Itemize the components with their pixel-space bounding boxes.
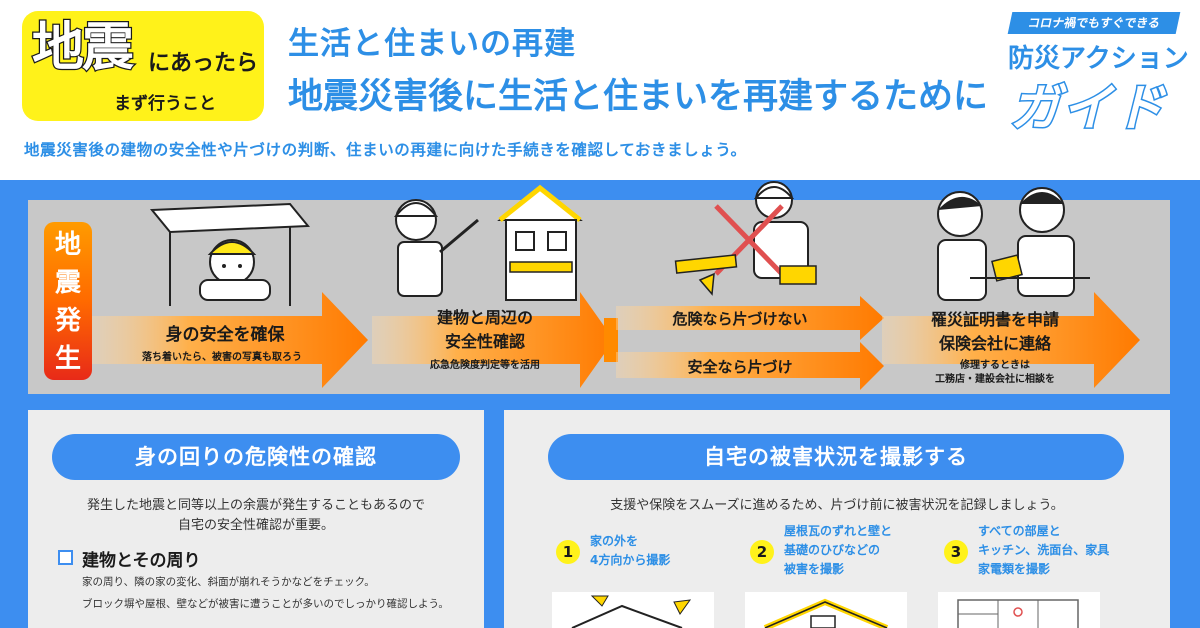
step-number: 3 xyxy=(944,540,968,564)
branch-connector xyxy=(604,318,618,362)
step4-note-line2: 工務店・建設会社に相談を xyxy=(935,374,1055,385)
building-check-line2: ブロック塀や屋根、壁などが被害に遭うことが多いのでしっかり確認しよう。 xyxy=(82,598,449,610)
trigger-char: 発 xyxy=(54,306,81,336)
damage-photo-heading: 自宅の被害状況を撮影する xyxy=(548,434,1124,480)
step3b-label: 安全なら片づけ xyxy=(687,358,793,376)
arrow-step1 xyxy=(92,292,368,388)
earthquake-occurs-badge: 地 震 発 生 xyxy=(44,222,92,380)
arrow-step3a xyxy=(616,296,884,340)
photo-step-3: すべての部屋と キッチン、洗面台、家具 家電類を撮影 xyxy=(978,522,1109,579)
arrow-step4 xyxy=(882,292,1140,388)
photo-step-3-line3: 家電類を撮影 xyxy=(978,562,1051,576)
photo-step-2-line2: 基礎のひびなどの xyxy=(784,543,881,557)
photo-step-2-line1: 屋根瓦のずれと壁と xyxy=(784,524,893,538)
house-exterior-drawing xyxy=(571,595,692,628)
arrow-step2 xyxy=(372,292,614,388)
intro-text: 地震災害後の建物の安全性や片づけの判断、住まいの再建に向けた手続きを確認しておき… xyxy=(24,141,747,159)
floor-plan-illustration xyxy=(938,592,1100,628)
step2-note: 応急危険度判定等を活用 xyxy=(430,360,540,371)
arrow-step3b xyxy=(616,342,884,390)
building-check-line1: 家の周り、隣の家の変化、斜面が崩れそうかなどをチェック。 xyxy=(82,576,375,588)
photo-step-2-line3: 被害を撮影 xyxy=(784,562,845,576)
step1-label: 身の安全を確保 xyxy=(165,325,285,345)
roof-damage-drawing xyxy=(763,598,889,628)
photo-step-1-line2: 4方向から撮影 xyxy=(590,553,671,567)
photo-step-1: 家の外を 4方向から撮影 xyxy=(590,532,670,570)
person-under-table-illustration xyxy=(149,202,310,306)
badge-mid-text: にあったら xyxy=(148,51,259,76)
page-subtitle: 地震災害後に生活と住まいを再建するために xyxy=(288,77,989,117)
risk-check-heading: 身の回りの危険性の確認 xyxy=(52,434,460,480)
photo-step-1-line1: 家の外を xyxy=(590,534,639,548)
header: 地震 にあったら まず行うこと 生活と住まいの再建 地震災害後に生活と住まいを再… xyxy=(0,0,1200,178)
step-number: 1 xyxy=(556,540,580,564)
building-check-title: 建物とその周り xyxy=(82,551,201,571)
step4-note-line1: 修理するときは xyxy=(960,360,1030,371)
badge-big-text: 地震 xyxy=(31,17,136,80)
trigger-char: 震 xyxy=(54,268,81,298)
step2-label-line2: 安全性確認 xyxy=(444,332,525,351)
no-cleanup-illustration xyxy=(674,181,817,296)
page-title: 生活と住まいの再建 xyxy=(288,26,576,62)
step-number: 2 xyxy=(750,540,774,564)
house-exterior-illustration xyxy=(552,592,714,628)
bousai-action-guide-logo: コロナ禍でもすぐできる 防災アクション ガイド xyxy=(1004,10,1189,139)
photo-step-3-line1: すべての部屋と xyxy=(978,524,1061,538)
risk-check-desc-line1: 発生した地震と同等以上の余震が発生することもあるので xyxy=(86,498,425,513)
step4-label-line2: 保険会社に連絡 xyxy=(938,334,1051,353)
logo-line2: ガイド xyxy=(1009,78,1166,139)
badge-small-text: まず行うこと xyxy=(114,94,216,114)
damage-photo-desc: 支援や保険をスムーズに進めるため、片づけ前に被害状況を記録しましょう。 xyxy=(610,498,1064,513)
step1-note: 落ち着いたら、被害の写真も取ろう xyxy=(142,352,302,363)
step3a-label: 危険なら片づけない xyxy=(672,310,808,328)
building-checkbox xyxy=(58,550,73,565)
inspector-and-house-illustration xyxy=(393,184,583,301)
step4-label-line1: 罹災証明書を申請 xyxy=(930,310,1059,329)
photo-step-2: 屋根瓦のずれと壁と 基礎のひびなどの 被害を撮影 xyxy=(784,522,892,579)
trigger-char: 生 xyxy=(54,344,81,374)
floor-plan-drawing xyxy=(957,599,1079,628)
photo-step-3-line2: キッチン、洗面台、家具 xyxy=(978,543,1110,557)
roof-damage-illustration xyxy=(745,592,907,628)
risk-check-desc-line2: 自宅の安全性確認が重要。 xyxy=(177,518,334,533)
earthquake-badge: 地震 にあったら まず行うこと xyxy=(22,11,264,121)
step2-label-line1: 建物と周辺の xyxy=(436,308,533,327)
trigger-char: 地 xyxy=(54,230,81,260)
consultation-illustration xyxy=(937,187,1090,301)
logo-line1: 防災アクション xyxy=(1008,44,1189,74)
